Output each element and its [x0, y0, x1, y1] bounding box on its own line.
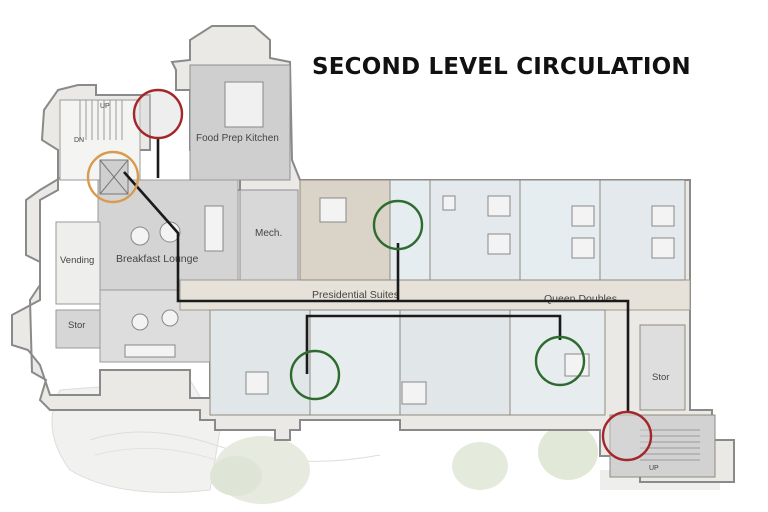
circulation-nodes — [86, 88, 653, 462]
stair-node-bottom — [601, 410, 653, 462]
label-stair-dn-top: DN — [74, 137, 84, 144]
label-queen-doubles: Queen Doubles — [544, 293, 617, 305]
label-food-prep-kitchen: Food Prep Kitchen — [196, 133, 279, 144]
room-node-south-west — [289, 349, 341, 401]
label-stor-right: Stor — [652, 372, 669, 383]
label-mech: Mech. — [255, 228, 282, 239]
interior — [55, 64, 716, 478]
elevator-node — [86, 150, 140, 204]
stair-node-top — [132, 88, 184, 140]
label-breakfast-lounge: Breakfast Lounge — [116, 253, 198, 265]
label-vending: Vending — [60, 255, 94, 266]
label-stair-up-top: UP — [100, 103, 110, 110]
label-stair-up-bottom: UP — [649, 465, 659, 472]
room-node-queen — [534, 335, 586, 387]
circulation-path — [123, 138, 630, 413]
label-presidential-suites: Presidential Suites — [312, 289, 399, 301]
diagram-title: SECOND LEVEL CIRCULATION — [312, 54, 691, 80]
room-node-presidential — [372, 199, 424, 251]
label-stor-left: Stor — [68, 320, 85, 331]
